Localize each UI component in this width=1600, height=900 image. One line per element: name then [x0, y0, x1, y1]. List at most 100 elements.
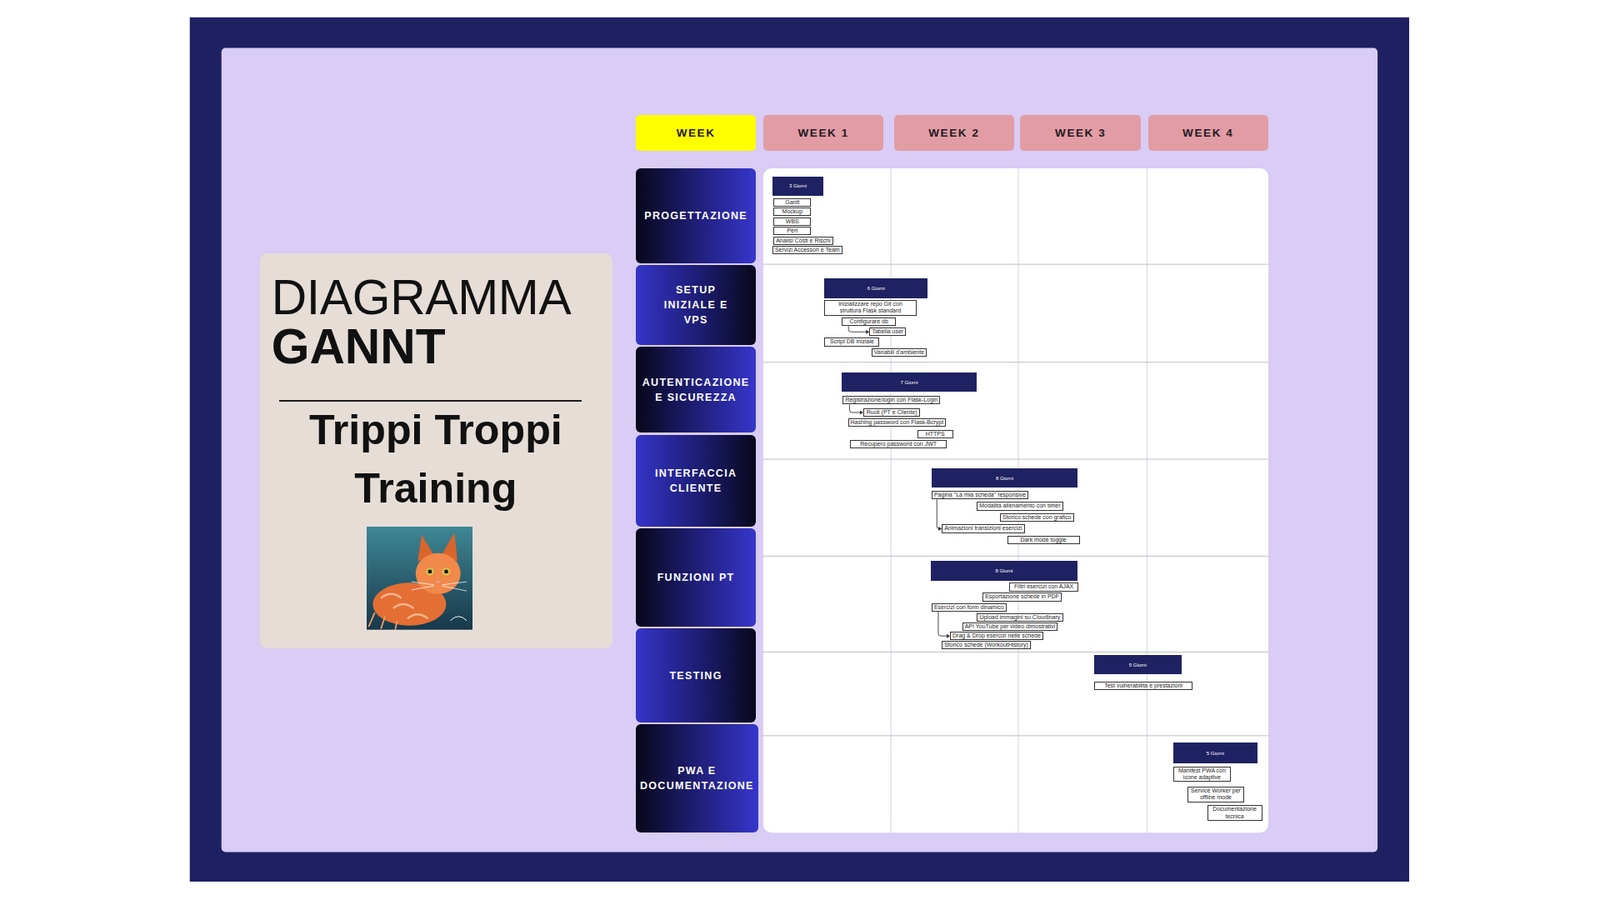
- cat-whiskers: [410, 581, 466, 591]
- task-box: Pagina "La mia scheda" responsive: [931, 490, 1029, 500]
- task-box: Service Worker per offline mode: [1187, 786, 1244, 803]
- task-box: Manifest PWA con icone adaptive: [1173, 766, 1231, 783]
- duration-bar: 7 Giorni: [841, 372, 977, 392]
- task-box: Script DB iniziale: [824, 337, 880, 346]
- label-text: WEEK 2: [928, 126, 980, 140]
- phase-label: AUTENTICAZIONE E SICUREZZA: [635, 346, 756, 433]
- task-box: Modalità allenamento con timer: [976, 501, 1064, 510]
- week-separator: [1017, 168, 1019, 833]
- arrow-line: [849, 404, 860, 412]
- label-text: INTERFACCIA CLIENTE: [639, 465, 753, 496]
- label-text: Animazioni transizioni esercizi: [944, 525, 1022, 531]
- task-box: Servizi Accessori e Team: [772, 245, 843, 255]
- arrow-line: [938, 611, 948, 636]
- divider-line: [279, 400, 581, 402]
- label-text: API YouTube per video dimostrativi: [965, 623, 1056, 630]
- label-text: WEEK 3: [1055, 126, 1106, 140]
- duration-bar: 8 Giorni: [930, 560, 1078, 580]
- label-text: PWA E DOCUMENTAZIONE: [639, 763, 755, 794]
- label-text: Script DB iniziale: [830, 338, 875, 345]
- phase-label: PROGETTAZIONE: [635, 168, 756, 264]
- label-text: Tabella user: [871, 328, 904, 335]
- phase-label: SETUP INIZIALE E VPS: [635, 265, 756, 345]
- task-box: WBS: [773, 217, 811, 226]
- project-name: Trippi Troppi Training: [282, 401, 589, 519]
- label-text: WBS: [785, 218, 800, 225]
- signature-mark: [450, 616, 467, 621]
- cat-nose: [435, 580, 440, 585]
- task-box: Inizializzare repo Git con struttura Fla…: [824, 300, 916, 316]
- task-box: Analisi Costi e Rischi: [773, 236, 833, 245]
- inner-panel: [221, 48, 1378, 853]
- cat-eye: [441, 567, 450, 576]
- duration-bar: 6 Giorni: [824, 278, 928, 298]
- task-box: HTTPS: [917, 430, 954, 439]
- duration-text: 6 Giorni: [867, 285, 885, 291]
- duration-bar: 3 Giorni: [772, 176, 824, 196]
- label-text: Dark mode toggle: [1020, 536, 1066, 543]
- row-separators: [763, 264, 1269, 736]
- week-separator: [890, 168, 891, 833]
- cat-ground: [366, 526, 473, 630]
- gantt-grid: [763, 168, 1269, 833]
- label-text: Service Worker per offline mode: [1190, 787, 1241, 800]
- task-box: API YouTube per video dimostrativi: [962, 622, 1059, 631]
- label-text: Documentazione tecnica: [1212, 805, 1257, 819]
- task-box: Upload immagini su Cloudinary: [976, 613, 1064, 622]
- task-box: Test vulnerabilità e prestazioni: [1094, 681, 1194, 690]
- dependency-arrow: [849, 404, 863, 415]
- label-text: Storico schede con grafico: [1002, 514, 1072, 520]
- label-text: Hashing password con Flask-Bcrypt: [850, 419, 945, 425]
- week-header: WEEK 2: [894, 115, 1015, 151]
- label-text: Upload immagini su Cloudinary: [979, 614, 1060, 620]
- arrow-line: [848, 325, 867, 332]
- label-text: Ruoli (PT e Cliente): [866, 409, 918, 415]
- cat-picture: [366, 526, 473, 630]
- task-box: Recupero password con JWT: [850, 440, 947, 449]
- task-box: Documentazione tecnica: [1207, 805, 1263, 821]
- duration-text: 3 Giorni: [789, 183, 807, 189]
- label-text: WEEK 4: [1182, 126, 1234, 140]
- cat-eye: [425, 567, 435, 576]
- duration-text: 8 Giorni: [995, 568, 1013, 574]
- outer-frame: [190, 17, 1410, 882]
- task-box: Hashing password con Flask-Bcrypt: [848, 418, 947, 427]
- week-separators: [890, 168, 1147, 833]
- phase-label: FUNZIONI PT: [635, 528, 756, 627]
- label-text: TESTING: [669, 668, 722, 684]
- row-separator: [763, 459, 1269, 460]
- task-box: Configurare db: [841, 317, 896, 326]
- shrimp-stripes: [380, 594, 428, 619]
- row-separator: [763, 651, 1269, 653]
- duration-text: 5 Giorni: [1206, 750, 1225, 756]
- label-text: Storico schede (WorkoutHistory): [944, 641, 1029, 648]
- cat-illustration: [366, 526, 473, 630]
- row-separator: [763, 264, 1269, 265]
- week-header: WEEK 3: [1020, 115, 1140, 151]
- arrow-line: [936, 499, 940, 529]
- task-box: Mockup: [773, 207, 811, 216]
- row-separator: [763, 735, 1269, 736]
- duration-text: 7 Giorni: [900, 380, 919, 385]
- dependency-arrow: [848, 325, 870, 335]
- label-text: Modalità allenamento con timer: [979, 502, 1060, 509]
- duration-text: 8 Giorni: [995, 475, 1014, 481]
- task-box: Variabili d'ambiente: [871, 348, 927, 357]
- task-box: Tabella user: [869, 327, 906, 336]
- label-text: Esercizi con form dinamico: [934, 604, 1005, 610]
- label-text: Inizializzare repo Git con struttura Fla…: [838, 300, 903, 314]
- label-text: Servizi Accessori e Team: [775, 246, 840, 253]
- label-text: Configurare db: [849, 318, 888, 325]
- task-box: Storico schede (WorkoutHistory): [941, 640, 1031, 650]
- week-separator: [1146, 168, 1148, 833]
- cat-pupil: [427, 569, 432, 574]
- title-line: GANNT: [271, 318, 446, 375]
- label-text: FUNZIONI PT: [657, 570, 735, 585]
- label-text: AUTENTICAZIONE E SICUREZZA: [639, 375, 753, 405]
- row-separator: [763, 555, 1269, 557]
- label-text: Gantt: [785, 199, 800, 205]
- label-text: Variabili d'ambiente: [874, 349, 925, 355]
- label-text: Test vulnerabilità e prestazioni: [1104, 682, 1183, 689]
